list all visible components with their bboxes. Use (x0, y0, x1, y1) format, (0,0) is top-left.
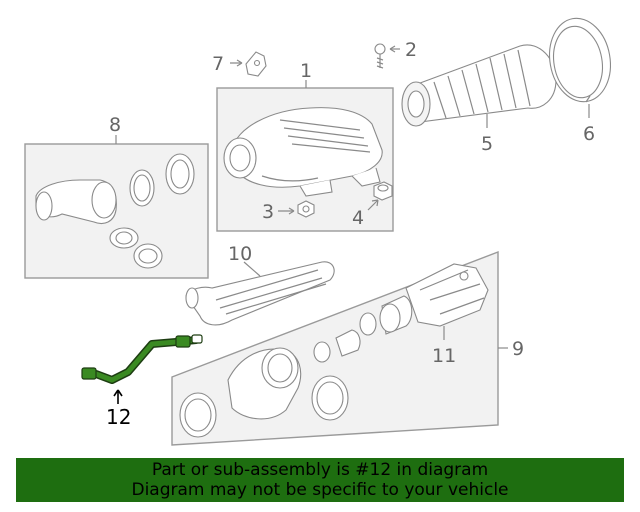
part-7-bracket[interactable] (245, 51, 267, 77)
callout-5[interactable]: 5 (481, 133, 493, 155)
part-3-nut[interactable] (297, 200, 315, 218)
part-4-grommet[interactable] (373, 181, 393, 201)
part-6-cover[interactable] (543, 13, 617, 106)
callout-9[interactable]: 9 (512, 338, 524, 360)
part-2-bolt[interactable] (374, 43, 386, 69)
notice-line-1: Part or sub-assembly is #12 in diagram (151, 460, 489, 480)
notice-banner: Part or sub-assembly is #12 in diagram D… (16, 458, 624, 502)
part-12-hose[interactable] (81, 334, 203, 384)
callout-4[interactable]: 4 (352, 207, 364, 229)
part-9-ducts[interactable] (179, 295, 413, 438)
parts-diagram: 1 2 3 4 5 (24, 13, 617, 446)
part-11-resonator[interactable] (405, 263, 489, 327)
air-cleaner-housing[interactable] (223, 107, 383, 197)
callout-6[interactable]: 6 (583, 123, 595, 145)
callout-1[interactable]: 1 (300, 60, 312, 82)
callout-10[interactable]: 10 (228, 243, 252, 265)
callout-8[interactable]: 8 (109, 114, 121, 136)
callout-2[interactable]: 2 (405, 39, 417, 61)
callout-12[interactable]: 12 (106, 405, 131, 429)
callout-11[interactable]: 11 (432, 345, 456, 367)
callout-3[interactable]: 3 (262, 201, 274, 223)
part-5-filter-element[interactable] (401, 44, 557, 127)
callout-7[interactable]: 7 (212, 53, 224, 75)
part-8-intake-duct[interactable] (35, 153, 195, 269)
notice-line-2: Diagram may not be specific to your vehi… (131, 480, 509, 500)
part-10-duct[interactable] (185, 261, 335, 326)
